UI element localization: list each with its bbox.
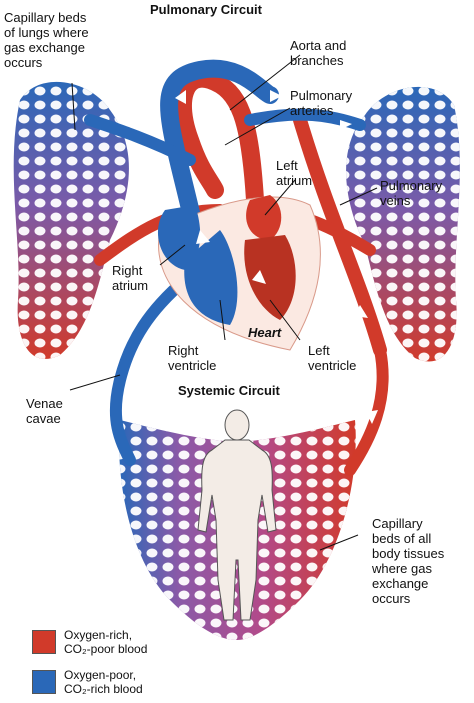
heart — [157, 195, 321, 351]
legend-oxygen-poor: Oxygen-poor, CO₂-rich blood — [32, 668, 143, 696]
legend-swatch-blue — [32, 670, 56, 694]
legend-oxygen-rich-text: Oxygen-rich, CO₂-poor blood — [64, 628, 148, 656]
legend-oxygen-rich: Oxygen-rich, CO₂-poor blood — [32, 628, 147, 656]
flow-arrows — [110, 90, 378, 424]
legend-swatch-red — [32, 630, 56, 654]
left-atrium-label: Left atrium — [276, 158, 313, 188]
right-ventricle-label: Right ventricle — [168, 343, 217, 373]
oxygen-poor-vessels — [84, 59, 366, 466]
label-pointer-lines — [69, 54, 378, 551]
right-atrium-label: Right atrium — [112, 263, 149, 293]
systemic-circuit-heading: Systemic Circuit — [178, 383, 280, 398]
body-capillaries-label: Capillary beds of all body tissues where… — [372, 516, 445, 606]
heart-label: Heart — [248, 325, 282, 340]
lung-capillaries-label: Capillary beds of lungs where gas exchan… — [4, 10, 89, 70]
pulmonary-veins-label: Pulmonary veins — [380, 178, 443, 208]
left-ventricle-label: Left ventricle — [308, 343, 357, 373]
pulmonary-arteries-label: Pulmonary arteries — [290, 88, 353, 118]
venae-cavae-label: Venae cavae — [26, 396, 63, 426]
right-lung-capillary-bed — [346, 86, 460, 362]
left-lung-capillary-bed — [13, 81, 129, 359]
human-figure — [197, 409, 277, 621]
legend-oxygen-poor-text: Oxygen-poor, CO₂-rich blood — [64, 668, 143, 696]
pulmonary-circuit-heading: Pulmonary Circuit — [150, 2, 262, 17]
aorta-label: Aorta and branches — [290, 38, 347, 68]
